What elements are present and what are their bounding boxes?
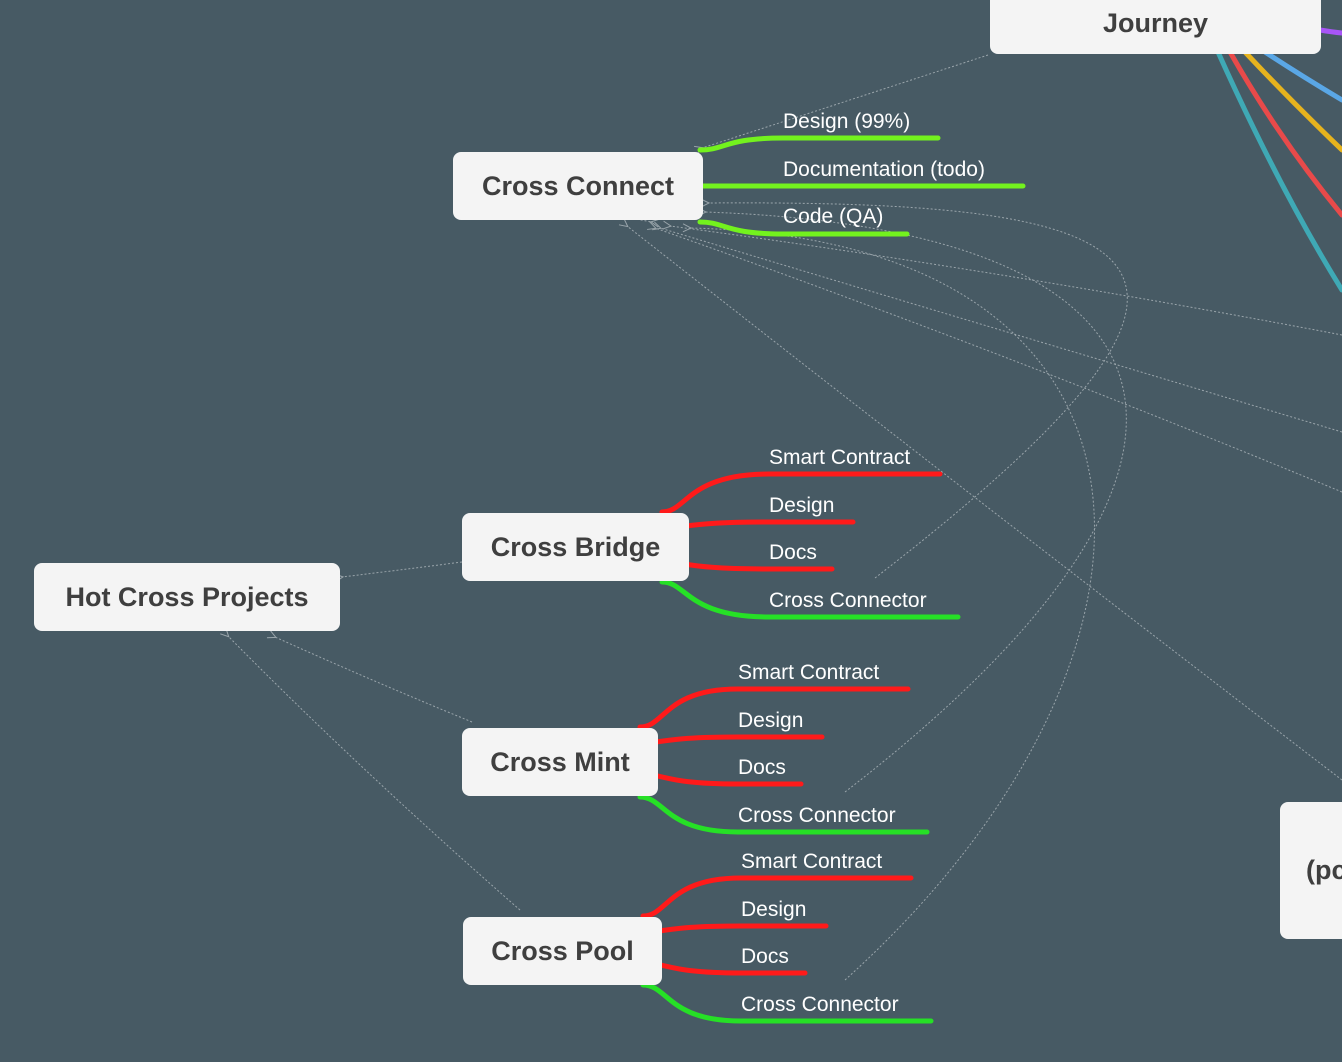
cc-leaf-label[interactable]: Code (QA)	[783, 205, 884, 228]
leaf-branch-line	[659, 579, 961, 620]
cb-leaf-label[interactable]: Cross Connector	[769, 589, 927, 612]
cp-leaf-label[interactable]: Design	[741, 898, 807, 921]
leaf-branch-line	[640, 923, 829, 935]
leaf-branch-line	[640, 982, 934, 1024]
leaf-branch-line	[697, 219, 910, 237]
leaf-branch-line	[637, 686, 911, 730]
cp-leaf-label[interactable]: Docs	[741, 945, 789, 968]
cb-leaf-label[interactable]: Smart Contract	[769, 446, 911, 469]
leaf-branch-line	[659, 519, 856, 531]
node-hot-cross-projects[interactable]: Hot Cross Projects	[34, 563, 340, 631]
leaf-branch-line	[640, 875, 914, 919]
cp-leaf-label[interactable]: Cross Connector	[741, 993, 899, 1016]
leaf-branches	[637, 135, 1026, 1024]
node-cross-connect[interactable]: Cross Connect	[453, 152, 703, 220]
leaf-branch-line	[697, 135, 941, 153]
leaf-branch-line	[659, 471, 943, 515]
cp-leaf-label[interactable]: Smart Contract	[741, 850, 883, 873]
node-cross-pool[interactable]: Cross Pool	[463, 917, 662, 985]
cc-leaf-label[interactable]: Documentation (todo)	[783, 158, 985, 181]
node-cross-mint[interactable]: Cross Mint	[462, 728, 658, 796]
cm-leaf-label[interactable]: Smart Contract	[738, 661, 880, 684]
node-cross-bridge[interactable]: Cross Bridge	[462, 513, 689, 581]
node-partial-right[interactable]: (pc	[1280, 802, 1342, 939]
cc-leaf-label[interactable]: Design (99%)	[783, 110, 911, 133]
leaf-branch-line	[637, 794, 930, 835]
cm-leaf-label[interactable]: Design	[738, 709, 804, 732]
cm-leaf-label[interactable]: Docs	[738, 756, 786, 779]
cb-leaf-label[interactable]: Design	[769, 494, 835, 517]
cb-leaf-label[interactable]: Docs	[769, 541, 817, 564]
cm-leaf-label[interactable]: Cross Connector	[738, 804, 896, 827]
journey-branches	[1215, 27, 1342, 293]
leaf-branch-line	[637, 734, 825, 746]
node-journey[interactable]: Journey	[990, 0, 1321, 54]
